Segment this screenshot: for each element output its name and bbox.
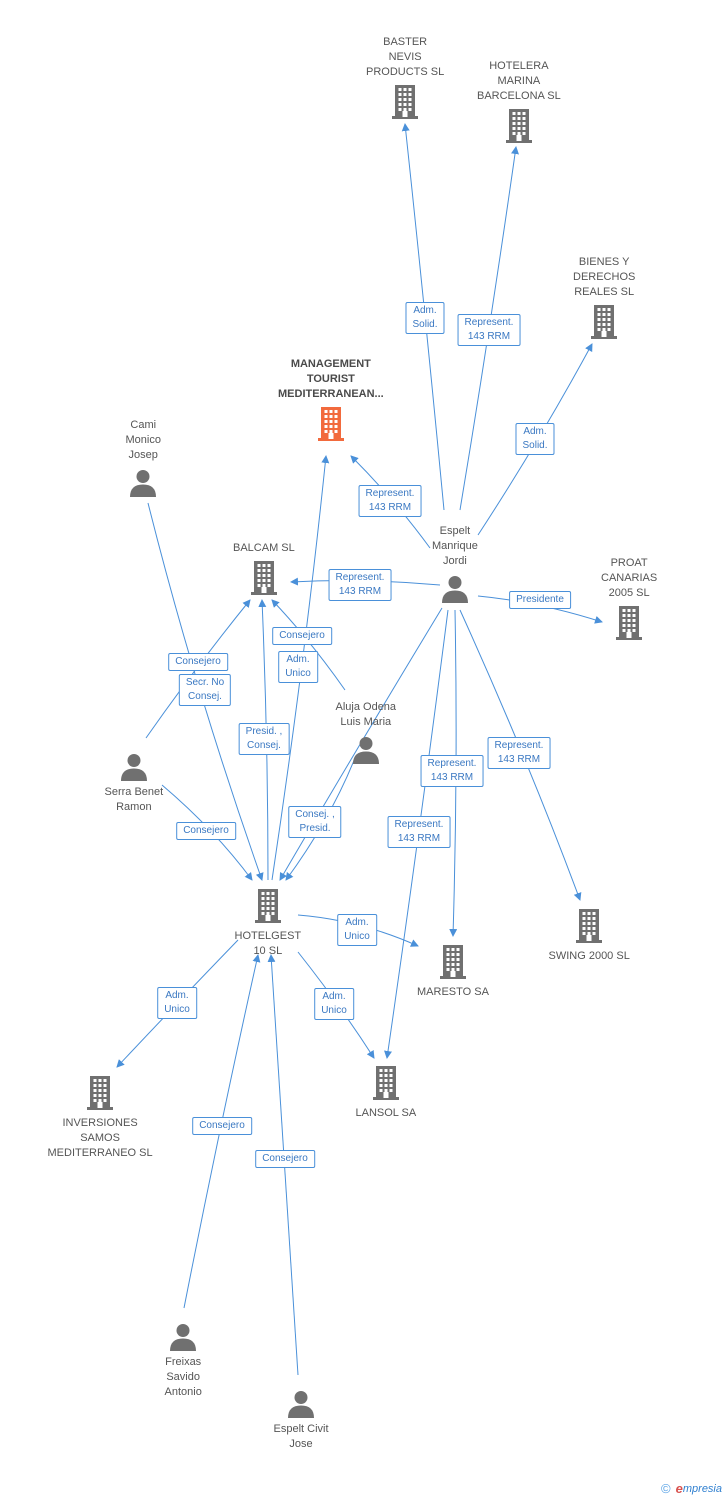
edge-label-aluja-to-hotelgest[interactable]: Consej. ,Presid. [288, 806, 342, 838]
edge-label-espelt-to-maresto[interactable]: Represent.143 RRM [420, 755, 484, 787]
node-balcam[interactable]: BALCAM SL [233, 541, 295, 595]
brand-name: mpresia [682, 1482, 722, 1495]
copyright-symbol: © [661, 1481, 671, 1496]
person-icon [352, 737, 379, 764]
edge-label-hotelgest-to-maresto[interactable]: Adm.Unico [337, 914, 377, 946]
person-icon [441, 576, 468, 603]
building-icon [505, 109, 532, 143]
building-icon [439, 945, 466, 979]
building-icon [591, 305, 618, 339]
maresto-label: MARESTO SA [417, 986, 489, 998]
edge-label-hotelgest-to-mtm[interactable]: Adm.Unico [278, 651, 318, 683]
balcam-label: BALCAM SL [233, 542, 295, 554]
edge-label-freixas-to-hotelgest[interactable]: Consejero [192, 1117, 252, 1135]
node-lansol[interactable]: LANSOL SA [355, 1066, 417, 1121]
person-icon [170, 1324, 197, 1351]
edge-espelt-to-hotelgest [279, 607, 443, 881]
footer-brand: © e mpresia [661, 1481, 722, 1496]
person-icon [288, 1391, 315, 1418]
brand-initial: e [675, 1481, 683, 1496]
building-icon [392, 85, 419, 119]
edge-label-hotelgest-to-balcam[interactable]: Presid. ,Consej. [238, 723, 290, 755]
edge-label-espelt-to-bienes[interactable]: Adm.Solid. [515, 423, 555, 455]
building-icon [616, 606, 643, 640]
edge-label-hotelgest-to-inversiones[interactable]: Adm.Unico [157, 987, 197, 1019]
edge-label-hotelgest-to-lansol[interactable]: Adm.Unico [314, 988, 354, 1020]
edge-label-espelt-to-balcam[interactable]: Represent.143 RRM [328, 569, 392, 601]
node-swing[interactable]: SWING 2000 SL [549, 909, 630, 964]
node-maresto[interactable]: MARESTO SA [417, 945, 489, 1000]
building-icon [254, 889, 281, 923]
edge-label-espelt-to-hotelera[interactable]: Represent.143 RRM [457, 314, 521, 346]
edge-label-espelt-to-lansol[interactable]: Represent.143 RRM [387, 816, 451, 848]
edge-label-espelt-to-swing[interactable]: Represent.143 RRM [487, 737, 551, 769]
edge-label-espelt-to-mtm[interactable]: Represent.143 RRM [358, 485, 422, 517]
building-icon [250, 561, 277, 595]
person-icon [120, 754, 147, 781]
edge-label-espeltcivit-to-hotelgest[interactable]: Consejero [255, 1150, 315, 1168]
building-icon [317, 407, 344, 441]
edge-label-espelt-to-proat[interactable]: Presidente [509, 591, 571, 609]
edge-label-serra-to-hotelgest[interactable]: Consejero [176, 822, 236, 840]
building-icon [576, 909, 603, 943]
building-icon [372, 1066, 399, 1100]
edge-label-serra-to-balcam[interactable]: Consejero [168, 653, 228, 671]
edge-label-espelt-to-baster[interactable]: Adm.Solid. [405, 302, 445, 334]
lansol-label: LANSOL SA [355, 1107, 417, 1119]
person-icon [130, 470, 157, 497]
edge-label-aluja-to-balcam[interactable]: Consejero [272, 627, 332, 645]
swing-label: SWING 2000 SL [548, 950, 630, 962]
building-icon [87, 1076, 114, 1110]
